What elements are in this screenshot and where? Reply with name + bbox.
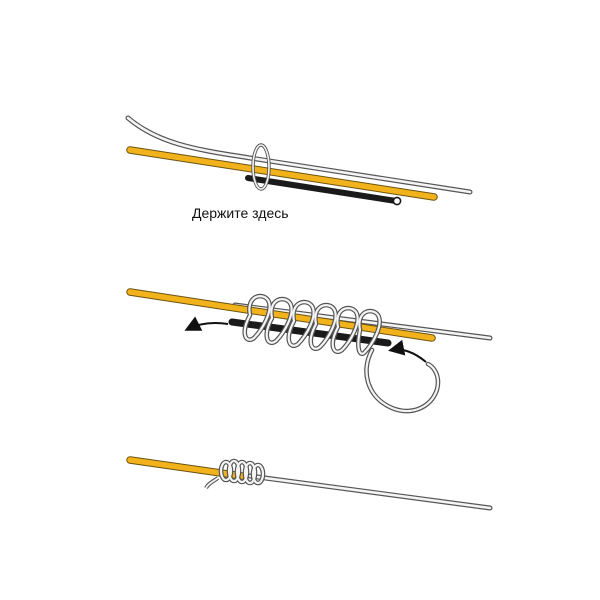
step-1-group <box>125 115 473 206</box>
step-1-main-line <box>125 115 473 195</box>
step-3-group <box>126 456 493 511</box>
step-2-leader-line <box>126 288 436 342</box>
step-1-caption: Держите здесь <box>192 205 289 221</box>
step-2-group <box>126 288 493 414</box>
step-3-main-line <box>247 473 493 511</box>
step-2-tag-tail <box>364 347 441 414</box>
step-2-left-arrow <box>184 316 229 331</box>
step-2-right-arrow <box>388 339 427 363</box>
step-2-main-line <box>232 302 493 341</box>
step-1-hold-loop <box>251 143 271 191</box>
step-1-leader-line <box>126 146 438 201</box>
step-1-tag-end <box>245 175 402 206</box>
step-3-knot <box>204 458 266 490</box>
step-2-wraps <box>242 293 382 356</box>
